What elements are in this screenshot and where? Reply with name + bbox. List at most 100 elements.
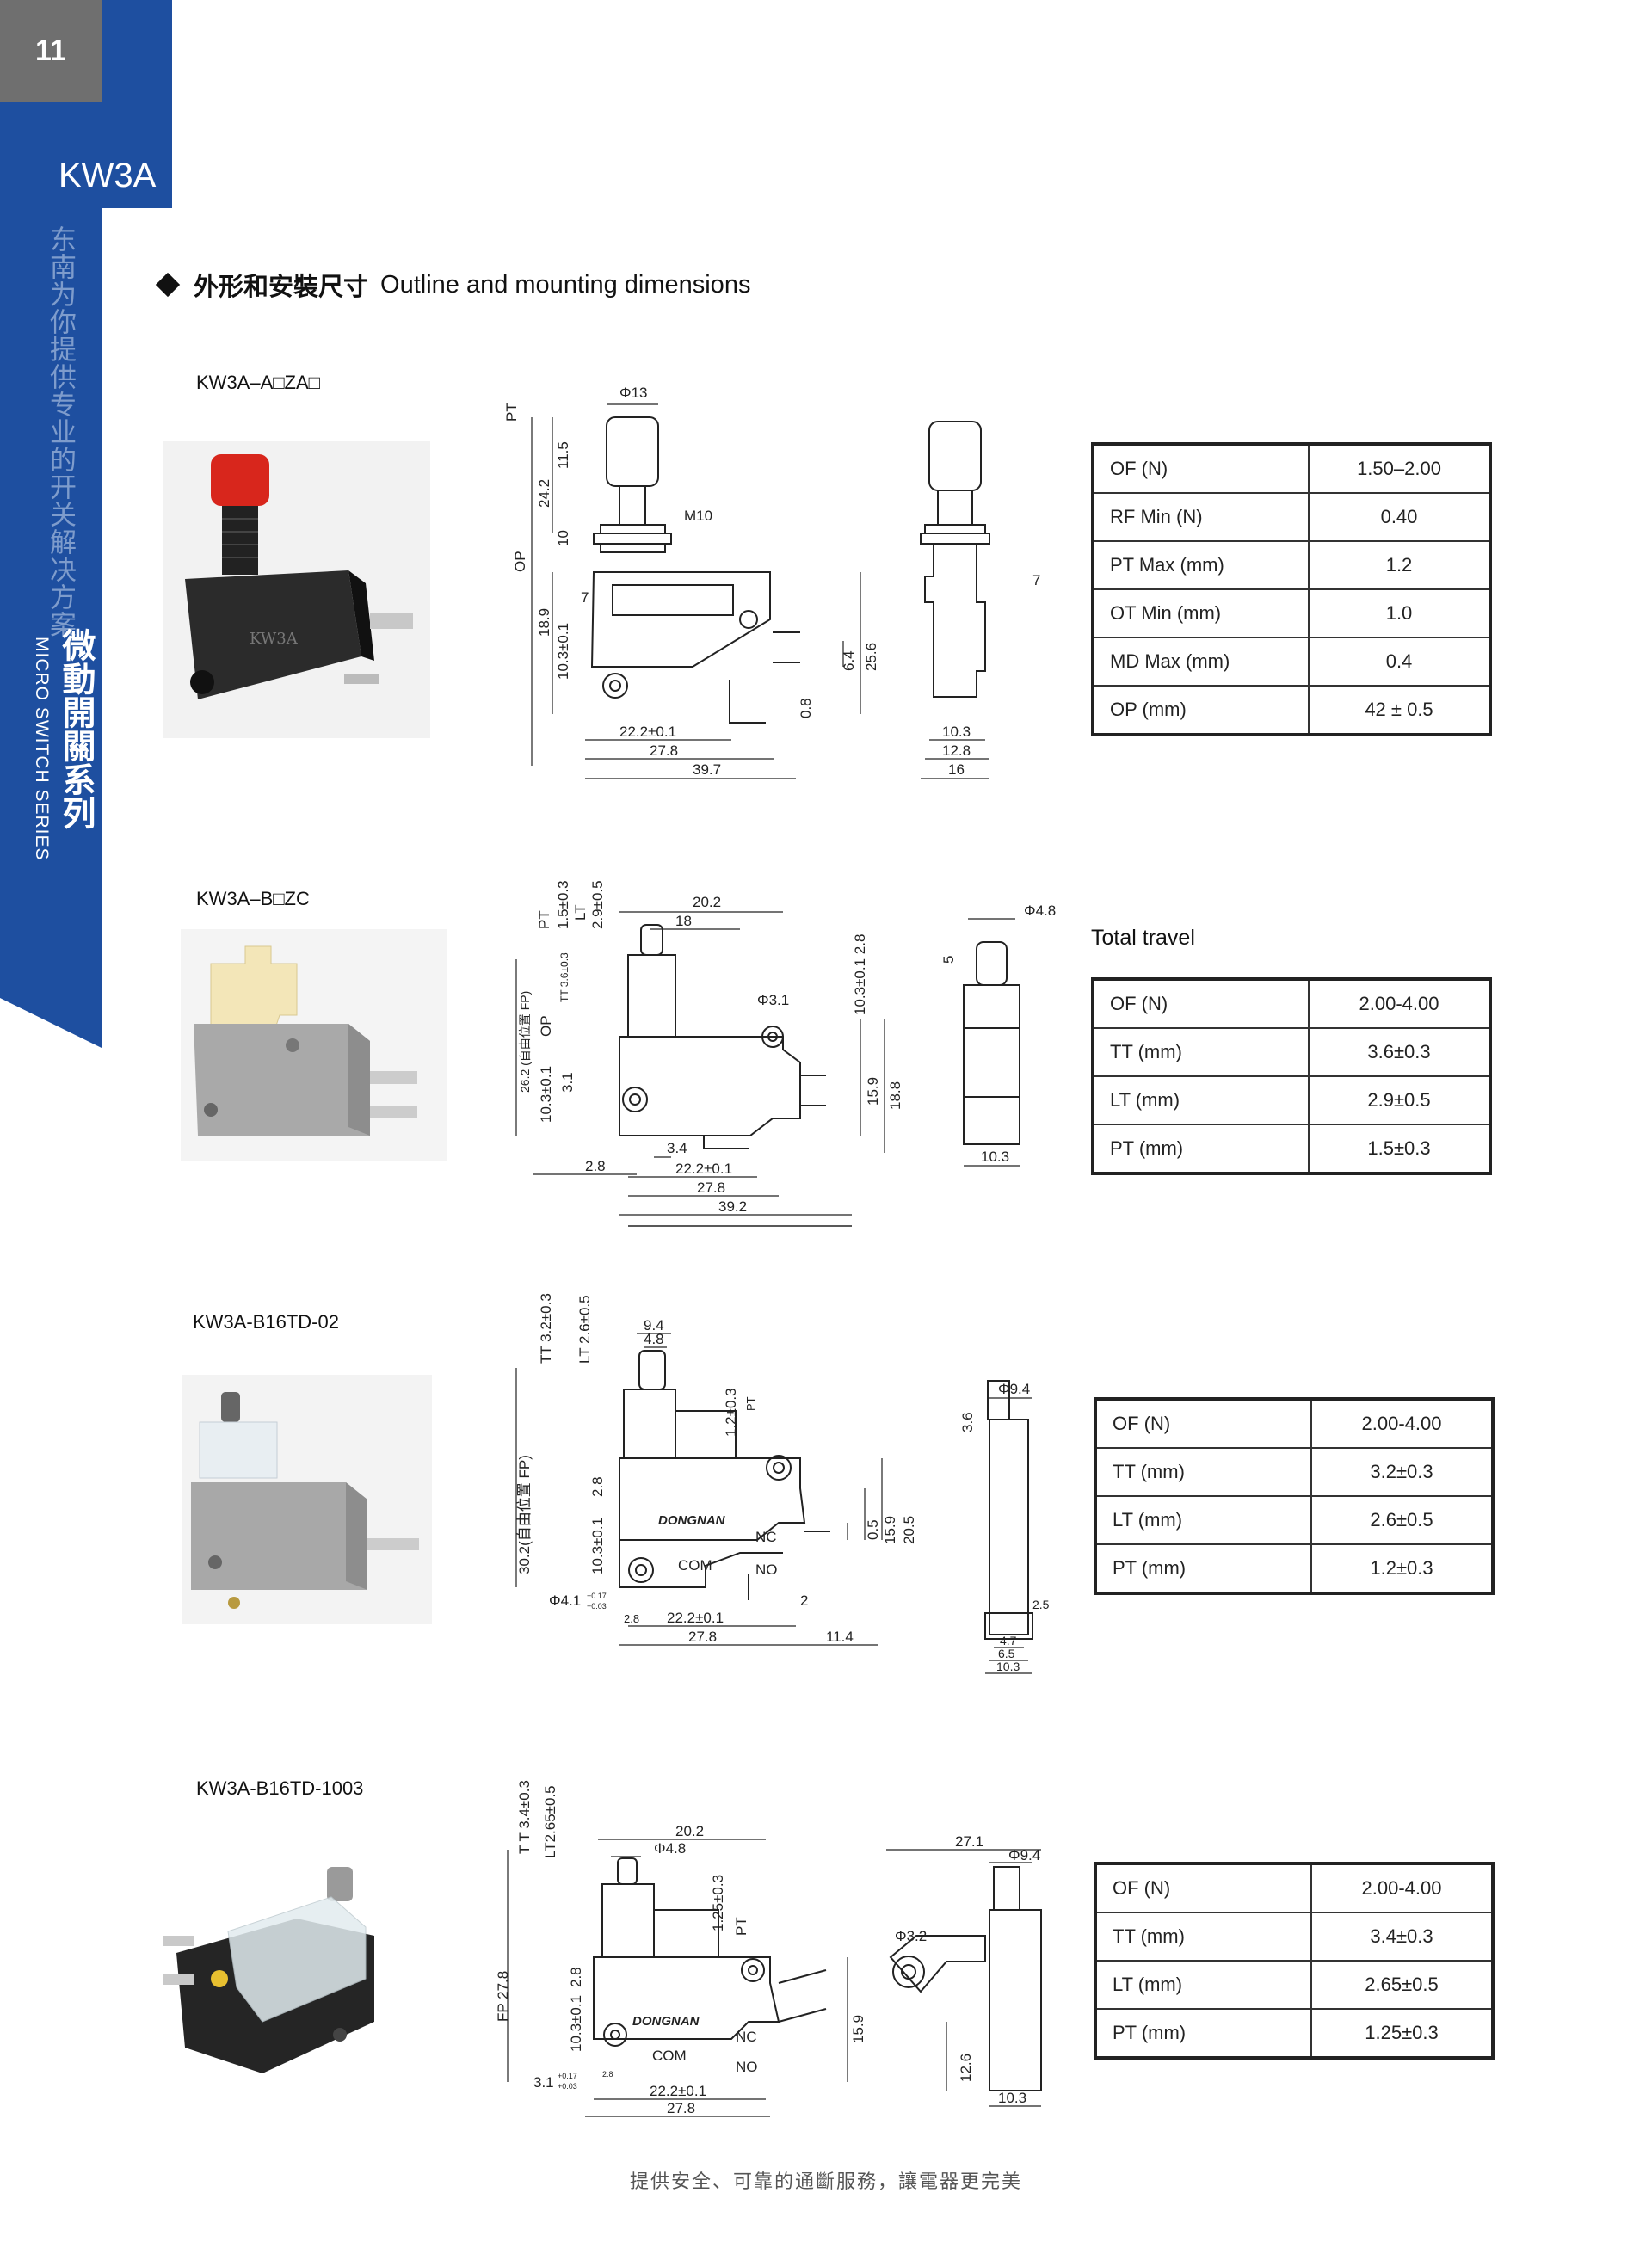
section-title-cn: 外形和安裝尺寸 [194, 274, 369, 301]
dimension-label: 10 [555, 530, 571, 546]
dimension-label: 2 [800, 1592, 808, 1609]
spec-row: LT (mm)2.65±0.5 [1094, 1960, 1494, 2010]
spec-table: OF (N)2.00-4.00 TT (mm)3.4±0.3 LT (mm)2.… [1094, 1862, 1495, 2060]
dimension-label: PT [744, 1396, 757, 1411]
dimension-label: LT2.65±0.5 [542, 1785, 558, 1858]
spec-row: PT (mm)1.25±0.3 [1094, 2008, 1494, 2059]
spec-value: 2.9±0.5 [1308, 1075, 1491, 1125]
spec-table: OF (N)2.00-4.00 TT (mm)3.2±0.3 LT (mm)2.… [1094, 1397, 1495, 1595]
dimension-label: 25.6 [863, 643, 879, 671]
dimension-label: 9.4 [644, 1317, 664, 1333]
series-title-cn: 微動開關系列 [58, 628, 95, 829]
dimension-label: OP [538, 1015, 554, 1037]
spec-label: LT (mm) [1094, 1960, 1312, 2010]
dimension-label: 1.2±0.3 [723, 1388, 739, 1437]
dimension-label: 22.2±0.1 [667, 1610, 724, 1626]
spec-row: PT (mm)1.5±0.3 [1092, 1124, 1491, 1174]
sidebar: 11 KW3A 东南为你提供专业的开关解决方案 微動開關系列 MICRO SWI… [0, 0, 172, 2242]
spec-row: TT (mm)3.4±0.3 [1094, 1912, 1494, 1962]
spec-label: PT Max (mm) [1092, 540, 1310, 590]
spec-value: 1.2±0.3 [1310, 1543, 1494, 1594]
dimension-label: 20.2 [675, 1823, 704, 1839]
spec-label: MD Max (mm) [1092, 637, 1310, 687]
dimension-label: 2.8 [568, 1967, 584, 1987]
footer-slogan: 提供安全、可靠的通斷服務，讓電器更完美 [629, 2171, 1022, 2192]
dimension-label: OP [512, 551, 528, 572]
product-photo [181, 929, 447, 1161]
sidebar-band [0, 102, 102, 1048]
spec-row: TT (mm)3.6±0.3 [1092, 1027, 1491, 1077]
dimension-label: 39.7 [693, 761, 721, 778]
dimension-label: 3.4 [667, 1140, 687, 1156]
dimension-label: 10.3±0.1 [568, 1995, 584, 2052]
dimension-label: 10.3±0.1 [538, 1066, 554, 1123]
dimension-label: Φ9.4 [998, 1381, 1030, 1397]
spec-value: 3.4±0.3 [1310, 1912, 1494, 1962]
table-title: Total travel [1091, 926, 1195, 950]
dimension-label: 11.4 [826, 1629, 854, 1645]
dimension-label: 4.8 [644, 1331, 664, 1347]
dimension-label: 20.2 [693, 894, 721, 910]
dimension-label: 10.3±0.1 2.8 [852, 934, 868, 1015]
dimension-label: 15.9 [865, 1077, 881, 1106]
dimension-label: 3.1 [559, 1072, 576, 1093]
section-header: 外形和安裝尺寸 Outline and mounting dimensions [155, 267, 750, 303]
dimension-label: 11.5 [555, 441, 571, 469]
dimension-label: +0.03 [587, 1602, 607, 1611]
dimension-label: 27.8 [688, 1629, 717, 1645]
product-photo [182, 1375, 432, 1624]
dimension-label: Φ3.1 [757, 992, 789, 1008]
photo-marking: KW3A [250, 630, 299, 648]
spec-value: 1.25±0.3 [1310, 2008, 1494, 2059]
spec-row: OF (N)2.00-4.00 [1092, 978, 1491, 1029]
dimension-label: +0.03 [558, 2082, 577, 2091]
dimension-label: 22.2±0.1 [675, 1161, 732, 1177]
dimension-label: NO [736, 2059, 758, 2075]
dimension-label: 27.8 [650, 742, 678, 759]
dimension-label: 0.8 [798, 698, 814, 718]
spec-value: 0.4 [1308, 637, 1491, 687]
dimension-label: 18.9 [536, 608, 552, 637]
dimension-label: 24.2 [536, 479, 552, 508]
dimension-label: 20.5 [901, 1516, 917, 1544]
outline-drawing: DONGNAN NC COM NO TT 3.2±0.3 LT 2.6±0.5 … [515, 1293, 1050, 1674]
dimension-label: 2.9±0.5 [589, 880, 606, 929]
spec-label: PT (mm) [1094, 2008, 1312, 2059]
dimension-label: FP 27.8 [495, 1971, 511, 2022]
dimension-label: 27.8 [667, 2100, 695, 2116]
dimension-label: 2.8 [624, 1612, 639, 1625]
dimension-label: NC [736, 2029, 757, 2045]
spec-row: TT (mm)3.2±0.3 [1094, 1447, 1494, 1497]
dimension-label: 10.3 [996, 1660, 1020, 1673]
dimension-label: 22.2±0.1 [620, 724, 676, 740]
spec-label: RF Min (N) [1092, 492, 1310, 542]
dimension-label: 18 [675, 913, 692, 929]
series-code: KW3A [59, 157, 157, 194]
dimension-label: Φ3.2 [895, 1928, 927, 1944]
dimension-label: 16 [948, 761, 965, 778]
dimension-label: 10.3 [998, 2090, 1026, 2106]
dimension-label: 10.3±0.1 [589, 1518, 606, 1574]
dimension-label: 5 [940, 956, 957, 964]
dimension-label: TT 3.2±0.3 [538, 1293, 554, 1364]
dimension-label: 39.2 [718, 1198, 747, 1215]
spec-value: 3.2±0.3 [1310, 1447, 1494, 1497]
spec-value: 42 ± 0.5 [1308, 685, 1491, 736]
spec-row: OP (mm)42 ± 0.5 [1092, 685, 1491, 736]
dimension-label: 27.8 [697, 1180, 725, 1196]
dimension-label: 27.1 [955, 1833, 983, 1850]
brand-mark: DONGNAN [658, 1513, 726, 1528]
dimension-label: 22.2±0.1 [650, 2083, 706, 2099]
sidebar-slogan: 东南为你提供专业的开关解决方案 [46, 225, 76, 638]
spec-row: MD Max (mm)0.4 [1092, 637, 1491, 687]
dimension-label: Φ4.8 [654, 1840, 686, 1857]
spec-row: LT (mm)2.6±0.5 [1094, 1495, 1494, 1545]
dimension-label: 6.4 [841, 650, 857, 671]
spec-label: TT (mm) [1092, 1027, 1310, 1077]
spec-label: OF (N) [1092, 978, 1310, 1029]
spec-value: 2.00-4.00 [1308, 978, 1491, 1029]
outline-drawing: DONGNAN NC COM NO T T 3.4±0.3 LT2.65±0.5… [495, 1780, 1042, 2117]
dimension-label: LT 2.6±0.5 [576, 1295, 593, 1364]
product-photo [159, 1850, 409, 2082]
dimension-label: COM [678, 1557, 712, 1574]
